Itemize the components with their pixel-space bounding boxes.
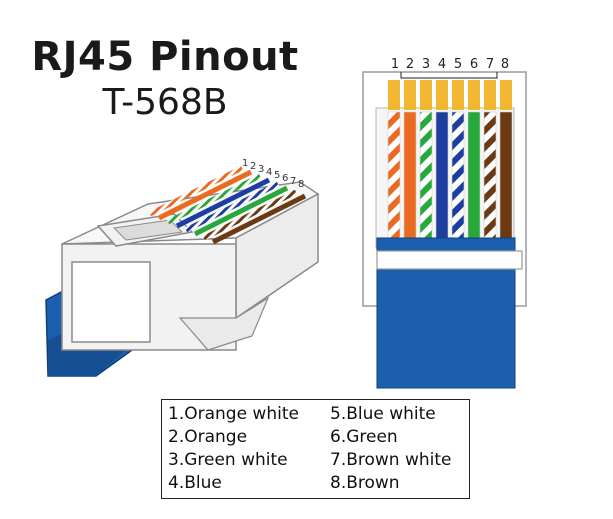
pin-number-3d-8: 8 bbox=[298, 179, 304, 190]
legend-item-3: 3.Green white bbox=[168, 450, 288, 470]
wire-3d-2 bbox=[157, 169, 253, 221]
gold-contact-5 bbox=[452, 80, 464, 110]
pin-number-3d-5: 5 bbox=[274, 170, 280, 181]
pin-number-6: 6 bbox=[470, 57, 478, 72]
gold-contact-3 bbox=[420, 80, 432, 110]
connector-latch-slot bbox=[112, 219, 184, 241]
flat-wires bbox=[387, 111, 513, 243]
gold-contact-6 bbox=[468, 80, 480, 110]
gold-contact-8 bbox=[500, 80, 512, 110]
pin-number-8: 8 bbox=[501, 57, 509, 72]
wire-3d-6 bbox=[193, 185, 289, 237]
pin-numbers-3d: 1 2 3 4 5 6 7 8 bbox=[242, 158, 304, 190]
wire-1 bbox=[387, 111, 401, 243]
pin-number-3d-1: 1 bbox=[242, 158, 248, 169]
connector-3d-illustration: 1 2 3 4 5 6 7 8 bbox=[45, 158, 320, 377]
gold-contact-2 bbox=[404, 80, 416, 110]
pin-number-3d-3: 3 bbox=[258, 164, 264, 175]
legend-item-2: 2.Orange bbox=[168, 427, 248, 447]
color-legend: 1.Orange white 2.Orange 3.Green white 4.… bbox=[161, 399, 470, 499]
wire-8 bbox=[499, 111, 513, 243]
wire-3d-5 bbox=[184, 181, 280, 233]
wire-3d-8 bbox=[211, 193, 307, 245]
wire-6 bbox=[467, 111, 481, 243]
legend-item-1: 1.Orange white bbox=[168, 404, 299, 424]
pin-number-4: 4 bbox=[438, 57, 446, 72]
pin-number-3: 3 bbox=[422, 57, 430, 72]
wire-3 bbox=[419, 111, 433, 243]
wire-3d-4 bbox=[175, 177, 271, 229]
connector-3d-wires bbox=[148, 165, 307, 245]
pin-number-3d-7: 7 bbox=[290, 176, 296, 187]
pin-number-2: 2 bbox=[406, 57, 414, 72]
wire-2 bbox=[403, 111, 417, 243]
wire-4 bbox=[435, 111, 449, 243]
legend-item-8: 8.Brown bbox=[330, 473, 400, 493]
diagram-title: RJ45 Pinout bbox=[31, 34, 299, 80]
legend-item-7: 7.Brown white bbox=[330, 450, 452, 470]
pin-number-5: 5 bbox=[454, 57, 462, 72]
connector-cable-opening bbox=[71, 261, 151, 343]
gold-contacts bbox=[388, 80, 512, 110]
crimp-bar bbox=[376, 250, 523, 270]
wire-3d-3 bbox=[166, 173, 262, 225]
pin-number-3d-2: 2 bbox=[250, 161, 256, 172]
pin-bracket bbox=[400, 72, 498, 79]
legend-item-5: 5.Blue white bbox=[330, 404, 436, 424]
wire-7 bbox=[483, 111, 497, 243]
pin-numbers: 1 2 3 4 5 6 7 8 bbox=[391, 57, 509, 72]
wire-3d-7 bbox=[202, 189, 298, 241]
pin-number-3d-6: 6 bbox=[282, 173, 288, 184]
legend-item-6: 6.Green bbox=[330, 427, 398, 447]
gold-contact-4 bbox=[436, 80, 448, 110]
wire-3d-1 bbox=[148, 165, 244, 217]
gold-contact-1 bbox=[388, 80, 400, 110]
pin-number-1: 1 bbox=[391, 57, 399, 72]
pin-number-7: 7 bbox=[486, 57, 494, 72]
wire-5 bbox=[451, 111, 465, 243]
connector-bottom-tab bbox=[178, 296, 270, 351]
pin-number-3d-4: 4 bbox=[266, 167, 272, 178]
gold-contact-7 bbox=[484, 80, 496, 110]
connector-flat-view: 1 2 3 4 5 6 7 8 bbox=[362, 57, 527, 389]
legend-item-4: 4.Blue bbox=[168, 473, 222, 493]
diagram-subtitle: T-568B bbox=[102, 82, 228, 123]
